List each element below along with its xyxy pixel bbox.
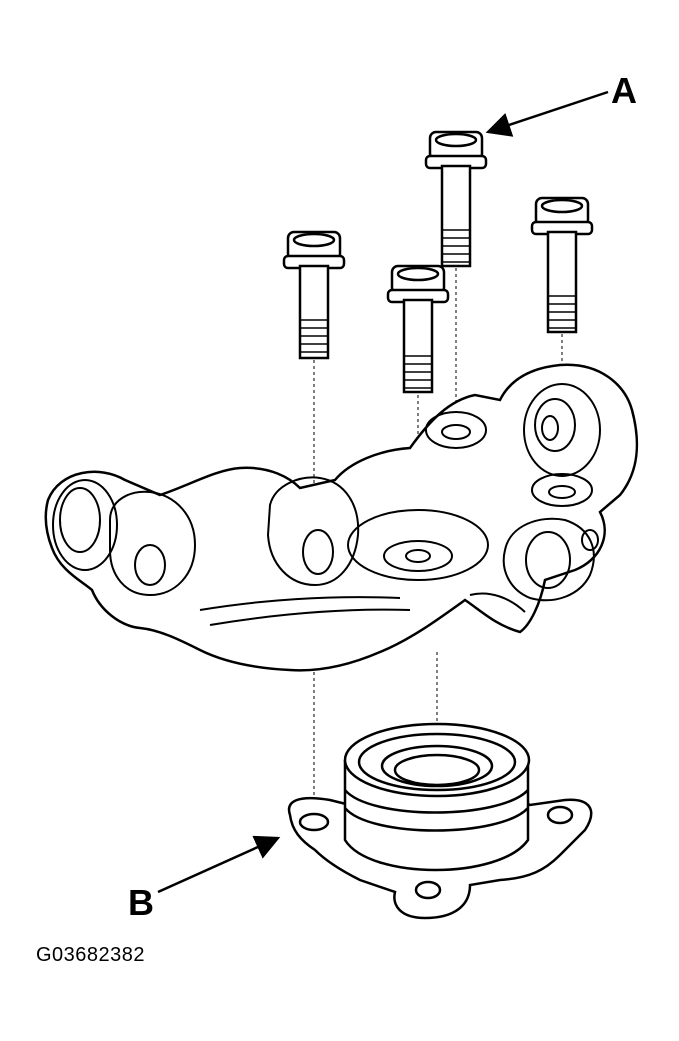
hub-bearing-unit (287, 722, 593, 920)
bolt-left (282, 230, 346, 360)
leader-arrows (157, 90, 609, 894)
arrow-a (485, 90, 609, 137)
arrow-b (157, 835, 281, 894)
callout-b: B (128, 882, 154, 923)
bolt-right (530, 196, 594, 334)
bolt-a (424, 130, 488, 268)
bolt-center (386, 264, 450, 394)
knuckle-details (52, 383, 601, 626)
callout-a: A (611, 70, 637, 111)
figure-id: G03682382 (36, 944, 146, 966)
knuckle-housing (44, 363, 639, 672)
